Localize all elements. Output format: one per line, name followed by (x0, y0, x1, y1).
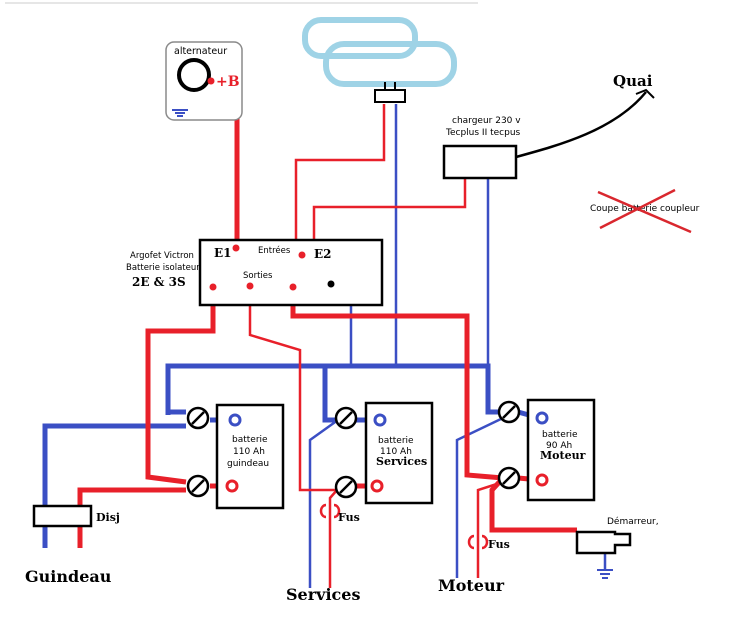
battery-guindeau-line1: batterie (232, 435, 268, 445)
guindeau-negative-wire (42, 423, 186, 548)
guindeau-neg-terminal (228, 413, 242, 427)
starter-label: Démarreur, (607, 516, 659, 527)
guindeau-pos-terminal (225, 479, 239, 493)
switch-services-neg-icon (334, 406, 358, 430)
isolator-caption-2: Batterie isolateur (126, 263, 200, 273)
disj-label: Disj (96, 511, 120, 524)
output-guindeau-label: Guindeau (25, 567, 112, 586)
switch-moteur-neg-icon (497, 400, 521, 424)
red-thin-wires (248, 104, 504, 588)
battery-moteur-line1: batterie (542, 430, 578, 440)
shore-plug (374, 89, 406, 103)
isolator-e1-label: E1 (214, 246, 232, 260)
switch-services-pos-icon (334, 475, 358, 499)
battery-moteur-line2: 90 Ah (546, 441, 572, 451)
moteur-negative-wire (455, 416, 504, 578)
switch-moteur-pos-icon (497, 466, 521, 490)
alternator: alternateur +B (165, 41, 243, 121)
sortie2-to-services (248, 287, 337, 492)
moteur-pos-terminal (535, 473, 549, 487)
isolator-e1-terminal (232, 244, 240, 252)
isolator-caption-3: 2E & 3S (132, 275, 186, 289)
output-services-label: Services (286, 585, 360, 604)
battery-moteur-line3: Moteur (540, 449, 586, 462)
disj-box (32, 504, 93, 528)
coupler-cross-icon (597, 188, 692, 234)
charger-line2: Tecplus II tecpus (445, 128, 521, 138)
sortie1-to-guindeau (145, 289, 216, 485)
blue-thin-wires (178, 85, 607, 588)
battery-guindeau-line3: guindeau (227, 459, 269, 469)
alternator-ground-icon (172, 109, 188, 117)
isolator-caption-1: Argofet Victron (130, 251, 194, 261)
isolator-ground-terminal (327, 280, 335, 288)
switch-guindeau-pos-icon (186, 474, 210, 498)
charger-red-to-e2 (312, 178, 467, 250)
fuse-moteur-icon (467, 534, 489, 550)
battery-guindeau-line2: 110 Ah (233, 447, 265, 457)
charger-box (442, 144, 518, 180)
moteur-neg-terminal (535, 411, 549, 425)
alternator-plus: +B (216, 74, 240, 90)
starter-ground-icon (597, 569, 613, 579)
sortie3-to-moteur (290, 289, 504, 481)
isolator-s2-terminal (246, 282, 254, 290)
isolator-e2-terminal (298, 251, 306, 259)
services-neg-terminal (373, 413, 387, 427)
output-moteur-label: Moteur (438, 576, 505, 595)
isolator-inputs-label: Entrées (258, 245, 291, 256)
guindeau-positive-wire (77, 487, 186, 548)
isolator-s3-terminal (289, 283, 297, 291)
charger-to-quai-cable (515, 91, 647, 159)
isolator-box (198, 238, 384, 307)
starter-motor-icon (575, 530, 632, 555)
coupler-label: Coupe batterie coupleur (590, 204, 700, 214)
switch-guindeau-neg-icon (186, 406, 210, 430)
alternator-terminal (207, 77, 215, 85)
isolator-outputs-label: Sorties (243, 271, 273, 281)
shore-red-to-e2 (294, 104, 386, 254)
battery-services-line1: batterie (378, 436, 414, 446)
fuse-services-label: Fus (338, 511, 360, 524)
alternator-coil-icon (177, 58, 211, 92)
battery-services-line3: Services (376, 455, 427, 468)
fuse-moteur-label: Fus (488, 538, 510, 551)
battery-services-line2: 110 Ah (380, 447, 412, 457)
services-out-positive (328, 489, 338, 588)
negative-bus-to-services (322, 366, 337, 423)
fuse-services-icon (319, 503, 341, 519)
shore-coil-icon (302, 17, 457, 87)
moteur-out-positive (476, 480, 504, 578)
services-negative-wire (308, 418, 339, 588)
services-pos-terminal (370, 479, 384, 493)
quai-arrow-icon (635, 88, 655, 99)
quai-label: Quai (613, 72, 653, 90)
charger-line1: chargeur 230 v (452, 116, 521, 126)
switch-terminals (186, 400, 521, 499)
isolator-e2-label: E2 (314, 247, 332, 261)
alternator-label: alternateur (174, 46, 227, 57)
isolator-s1-terminal (209, 283, 217, 291)
